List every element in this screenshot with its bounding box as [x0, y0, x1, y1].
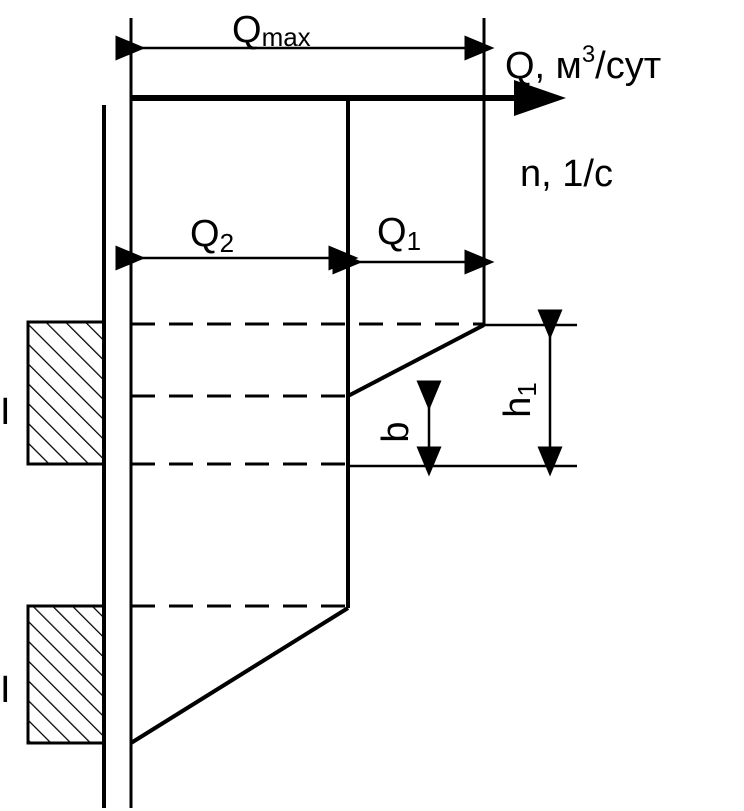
opening-upper: [26, 320, 106, 466]
q2-label: Q2: [190, 213, 234, 258]
openings: [26, 320, 106, 745]
qmax-label: Qmax: [232, 9, 311, 52]
dashed-levels: [131, 322, 484, 608]
distribution-outline: [129, 18, 566, 745]
labels: Qmax Q, м3/сут n, 1/c Q2 Q1 b h1 I I: [0, 9, 661, 711]
roman-label-lower: I: [0, 669, 11, 711]
h1-label: h1: [497, 382, 542, 418]
extension-lines: [348, 323, 577, 468]
b-label: b: [375, 421, 417, 442]
q-axis-arrowhead: [514, 80, 566, 116]
dimension-lines: [115, 35, 563, 477]
n-axis-label: n, 1/c: [520, 153, 613, 195]
q-axis-label: Q, м3/сут: [505, 41, 661, 87]
upper-slope: [347, 323, 485, 398]
opening-lower: [26, 604, 106, 745]
q1-label: Q1: [377, 211, 421, 256]
wall: [102, 18, 133, 808]
roman-label-upper: I: [0, 391, 11, 433]
lower-slope: [129, 606, 350, 745]
